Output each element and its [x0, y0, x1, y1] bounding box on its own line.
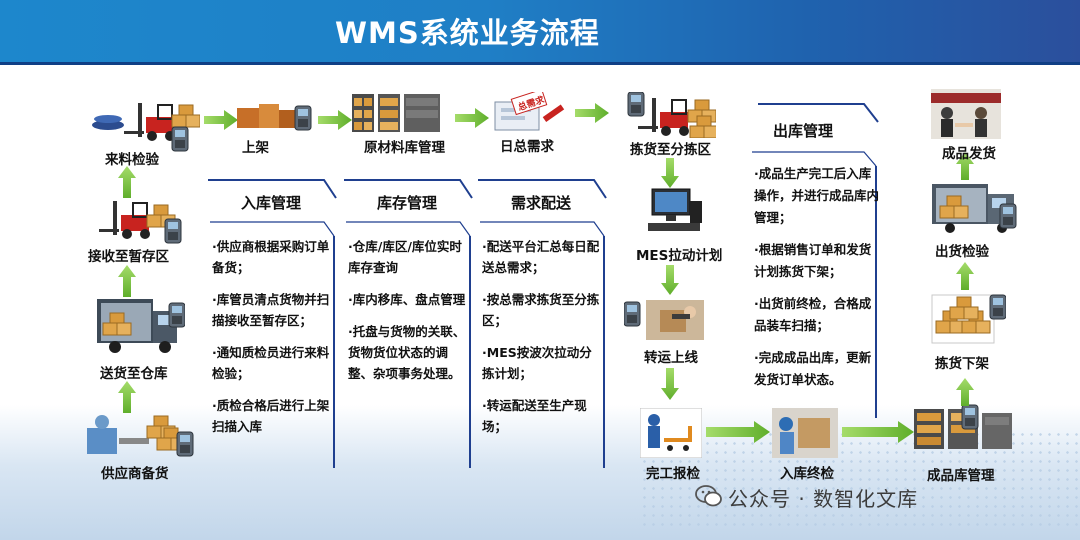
panel-delivery-title: 需求配送 [510, 194, 571, 212]
panel-delivery-item: ·配送平台汇总每日配送总需求； [482, 239, 600, 275]
arrow-up-3 [118, 166, 136, 198]
page-title: WMS系统业务流程 [335, 16, 600, 50]
node-shelve: 上架 [242, 140, 269, 156]
panel-inbound-item: ·供应商根据采购订单备货； [212, 239, 330, 275]
inbound-inspect-picture [772, 408, 838, 458]
node-deliver: 送货至仓库 [100, 366, 168, 382]
receive-picture [98, 200, 182, 244]
panel-inbound-item: ·质检合格后进行上架扫描入库 [212, 398, 330, 434]
panel-outbound-item: ·完成成品出库，更新发货订单状态。 [754, 350, 872, 387]
fg-mgmt-picture [914, 404, 1012, 449]
panel-outbound-item: ·根据销售订单和发货计划拣货下架； [754, 242, 872, 279]
node-fg-ship: 成品发货 [942, 146, 996, 162]
node-finish-report: 完工报检 [646, 466, 700, 482]
watermark-text: 公众号 · 数智化文库 [728, 487, 919, 511]
panel-delivery-frame [478, 179, 607, 468]
arrow-down-2 [661, 265, 679, 295]
panel-delivery: 需求配送 ·配送平台汇总每日配送总需求； ·按总需求拣货至分拣区； ·MES按波… [476, 178, 607, 470]
arrow-right-6 [842, 421, 914, 443]
supplier-picture [87, 415, 194, 457]
node-pick-to-sort: 拣货至分拣区 [630, 142, 711, 158]
daily-demand-picture: 总需求 [494, 92, 565, 131]
panel-inbound-item: ·通知质检员进行来料检验； [212, 345, 330, 381]
panel-delivery-body: ·配送平台汇总每日配送总需求； ·按总需求拣货至分拣区； ·MES按波次拉动分拣… [482, 236, 604, 448]
title-band: WMS系统业务流程 [0, 0, 1080, 65]
node-transfer-line: 转运上线 [644, 350, 698, 366]
node-inbound-inspect: 入库终检 [780, 466, 834, 482]
wechat-icon [695, 485, 722, 507]
finish-report-picture [640, 408, 702, 458]
truck-picture [97, 299, 185, 353]
panel-inbound: 入库管理 ·供应商根据采购订单备货； ·库管员清点货物并扫描接收至暂存区； ·通… [206, 178, 337, 470]
shelve-picture [237, 104, 312, 131]
panel-inventory-title: 库存管理 [376, 194, 437, 212]
node-daily-demand: 日总需求 [500, 139, 554, 155]
fg-ship-picture [931, 89, 1001, 139]
panel-outbound-body: ·成品生产完工后入库操作，并进行成品库内管理； ·根据销售订单和发货计划拣货下架… [754, 163, 880, 401]
arrow-right-5 [706, 421, 770, 443]
panel-inventory-frame [344, 179, 473, 468]
arrow-right-4 [575, 103, 609, 123]
arrow-down-1 [661, 158, 679, 188]
pick-down-picture [931, 294, 1006, 344]
panel-outbound-frame [752, 103, 879, 418]
node-supplier: 供应商备货 [101, 466, 169, 482]
arrow-right-2 [318, 110, 352, 130]
panel-inventory: 库存管理 ·仓库/库区/库位实时库存查询 ·库内移库、盘点管理 ·托盘与货物的关… [342, 178, 473, 470]
node-pick-down: 拣货下架 [935, 356, 989, 372]
node-fg-mgmt: 成品库管理 [927, 468, 995, 484]
panel-delivery-item: ·MES按波次拉动分拣计划； [482, 345, 592, 381]
node-ship-check: 出货检验 [935, 244, 989, 260]
panel-inventory-item: ·库内移库、盘点管理 [348, 292, 466, 307]
arrow-right-3 [455, 108, 489, 128]
panel-inventory-item: ·托盘与货物的关联、货物货位状态的调整、杂项事务处理。 [348, 324, 466, 381]
panel-inbound-title: 入库管理 [240, 194, 301, 212]
panel-inbound-frame [208, 179, 337, 468]
node-receive-temp: 接收至暂存区 [88, 249, 169, 265]
panel-delivery-item: ·按总需求拣货至分拣区； [482, 292, 600, 328]
mes-picture [648, 188, 702, 231]
pick-to-sort-picture [627, 92, 716, 138]
arrow-right-1 [204, 110, 238, 130]
panel-outbound: 出库管理 ·成品生产完工后入库操作，并进行成品库内管理； ·根据销售订单和发货计… [748, 100, 880, 420]
arrow-up-4 [956, 378, 974, 406]
arrow-up-6 [956, 152, 974, 180]
incoming-check-picture [92, 102, 200, 152]
arrow-down-3 [661, 368, 679, 400]
transfer-picture [624, 300, 704, 340]
node-raw-mgmt: 原材料库管理 [364, 140, 445, 156]
panel-delivery-item: ·转运配送至生产现场； [482, 398, 587, 434]
ship-check-picture [932, 184, 1017, 233]
arrow-up-2 [118, 265, 136, 297]
panel-inventory-item: ·仓库/库区/库位实时库存查询 [348, 239, 462, 275]
panel-inventory-body: ·仓库/库区/库位实时库存查询 ·库内移库、盘点管理 ·托盘与货物的关联、货物货… [348, 236, 470, 395]
node-mes-pull: MES拉动计划 [636, 248, 723, 264]
raw-material-picture [352, 94, 440, 132]
panel-outbound-title: 出库管理 [772, 122, 833, 140]
arrow-up-1 [118, 381, 136, 413]
panel-inbound-item: ·库管员清点货物并扫描接收至暂存区； [212, 292, 330, 328]
arrow-up-5 [956, 262, 974, 290]
panel-outbound-item: ·成品生产完工后入库操作，并进行成品库内管理； [754, 166, 880, 225]
node-incoming-check: 来料检验 [105, 152, 159, 168]
panel-outbound-item: ·出货前终检，合格成品装车扫描； [754, 296, 872, 333]
panel-inbound-body: ·供应商根据采购订单备货； ·库管员清点货物并扫描接收至暂存区； ·通知质检员进… [212, 236, 334, 448]
